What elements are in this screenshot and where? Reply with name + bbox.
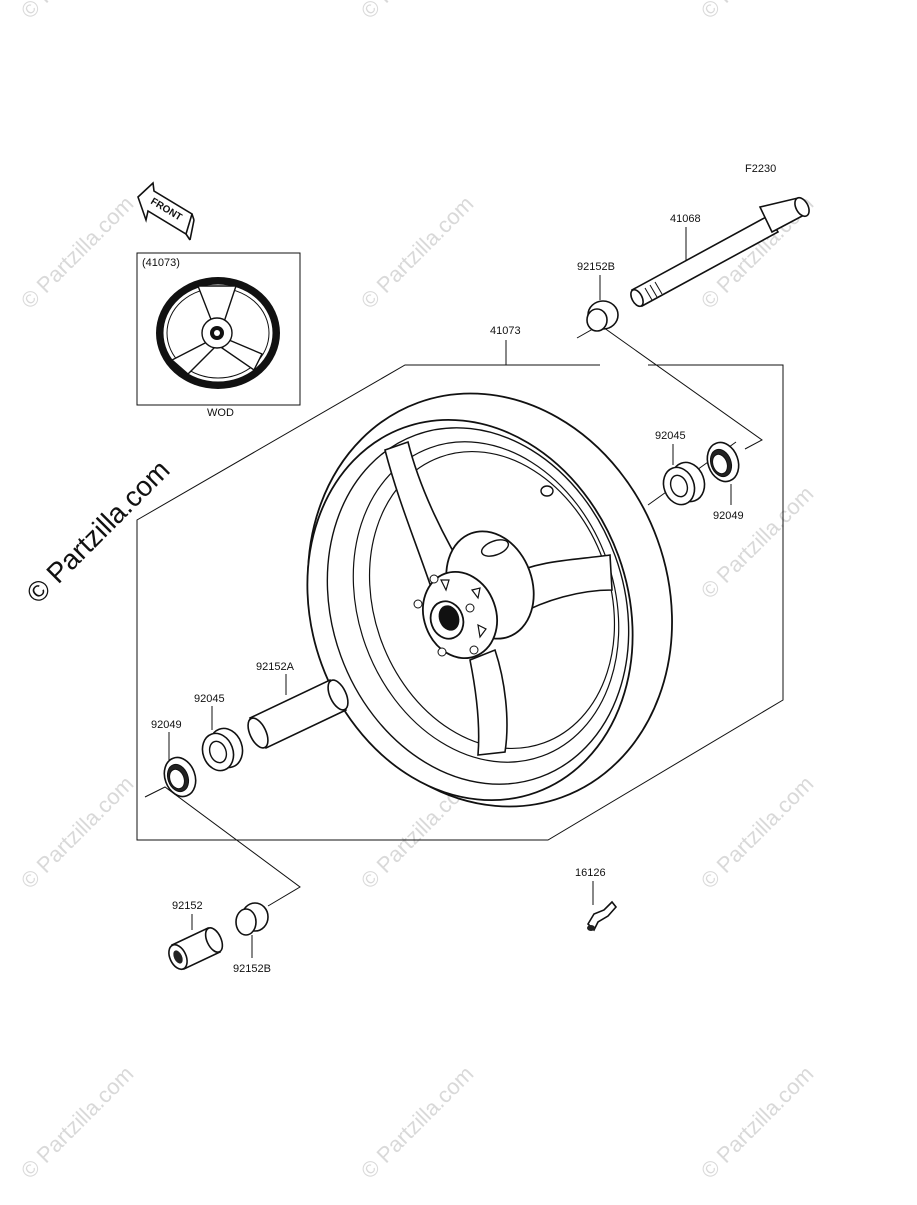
label-collar-left-b: 92152B: [233, 963, 271, 975]
label-seal-left: 92049: [151, 719, 182, 731]
front-arrow-icon: FRONT: [137, 181, 195, 241]
inset-wheel-icon: [156, 277, 280, 389]
watermark: © Partzilla.com: [356, 0, 479, 24]
watermark: © Partzilla.com: [696, 771, 819, 894]
inset-caption: WOD: [207, 407, 234, 419]
label-axle: 41068: [670, 213, 701, 225]
front-wheel: [306, 392, 673, 808]
inset-part-ref: (41073): [142, 257, 180, 269]
label-bearing-right: 92045: [655, 430, 686, 442]
seal-right-icon: [706, 441, 740, 483]
watermark: © Partzilla.com: [696, 481, 819, 604]
inset-wheel-box: (41073) WOD: [136, 252, 301, 419]
valve-icon: [586, 900, 618, 932]
watermark: © Partzilla.com: [16, 0, 139, 24]
collar-left-a-icon: [168, 926, 224, 971]
collar-left-b-icon: [235, 902, 269, 936]
label-wheel: 41073: [490, 325, 521, 337]
axle-icon: [630, 196, 810, 308]
bearing-left-icon: [201, 727, 244, 772]
watermark: © Partzilla.com: [16, 771, 139, 894]
label-seal-right: 92049: [713, 510, 744, 522]
watermark: © Partzilla.com: [16, 1061, 139, 1184]
diagram-code: F2230: [745, 163, 776, 175]
label-collar-right: 92152B: [577, 261, 615, 273]
watermark: © Partzilla.com: [696, 0, 819, 24]
watermark: © Partzilla.com: [696, 1061, 819, 1184]
label-bearing-left: 92045: [194, 693, 225, 705]
label-collar-left-a: 92152: [172, 900, 203, 912]
collar-right-icon: [586, 300, 619, 332]
watermark: © Partzilla.com: [16, 191, 139, 314]
spacer-icon: [247, 678, 349, 750]
watermark-large: © Partzilla.com: [20, 454, 175, 609]
assembly-frame: [136, 364, 784, 841]
label-spacer: 92152A: [256, 661, 295, 673]
seal-left-icon: [163, 756, 197, 798]
watermark: © Partzilla.com: [356, 1061, 479, 1184]
label-valve: 16126: [575, 867, 606, 879]
bearing-right-icon: [662, 461, 706, 506]
watermark: © Partzilla.com: [356, 191, 479, 314]
